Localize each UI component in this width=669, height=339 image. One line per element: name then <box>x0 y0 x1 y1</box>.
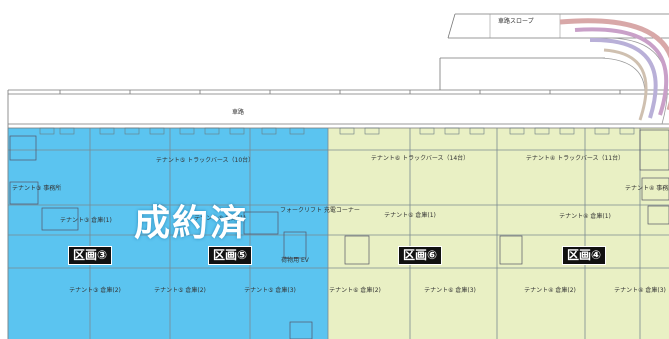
label-warehouse-6-3: テナント⑥ 倉庫(3) <box>424 286 476 294</box>
label-warehouse-6-2: テナント⑥ 倉庫(2) <box>329 286 381 294</box>
slope-area <box>439 13 669 125</box>
grid-lines <box>7 128 669 339</box>
slope-label: 車路スロープ <box>498 17 534 25</box>
label-office-3: テナント③ 事務所 <box>12 184 61 192</box>
zone-label-4: 区画④ <box>562 246 607 265</box>
dock-doors <box>39 127 635 135</box>
label-office-4: テナント④ 事務所 <box>625 184 669 192</box>
zone-label-3: 区画③ <box>68 246 113 265</box>
label-warehouse-6-1: テナント⑥ 倉庫(1) <box>384 211 436 219</box>
zone-label-6: 区画⑥ <box>398 246 443 265</box>
road-label: 車路 <box>232 108 244 116</box>
label-warehouse-5-3: テナント⑤ 倉庫(3) <box>244 286 296 294</box>
label-warehouse-3-1: テナント③ 倉庫(1) <box>60 216 112 224</box>
zone-label-5: 区画⑤ <box>208 246 253 265</box>
label-warehouse-5-2: テナント⑤ 倉庫(2) <box>154 286 206 294</box>
label-warehouse-4-3: テナント④ 倉庫(3) <box>614 286 666 294</box>
label-truck-berth-6: テナント⑥ トラックバース（14台） <box>371 154 469 162</box>
small-rooms <box>9 129 669 339</box>
label-cargo-ev: 荷物用 EV <box>281 256 310 264</box>
label-warehouse-3-2: テナント③ 倉庫(2) <box>69 286 121 294</box>
label-truck-berth-4: テナント④ トラックバース（11台） <box>526 154 624 162</box>
label-forklift-charge: フォークリフト 充電コーナー <box>280 206 360 214</box>
label-warehouse-4-1: テナント④ 倉庫(1) <box>559 212 611 220</box>
label-truck-berth-5: テナント⑤ トラックバース（10台） <box>156 156 254 164</box>
status-badge-contracted: 成約済 <box>134 203 249 244</box>
zone-fill-contracted <box>8 128 328 339</box>
label-warehouse-4-2: テナント④ 倉庫(2) <box>524 286 576 294</box>
label-warehouse-5-1: テナント⑤ 倉庫(1) <box>194 214 246 222</box>
room-labels: テナント⑤ トラックバース（10台） テナント⑥ トラックバース（14台） テナ… <box>12 154 669 294</box>
zone-fill-available <box>328 128 669 339</box>
